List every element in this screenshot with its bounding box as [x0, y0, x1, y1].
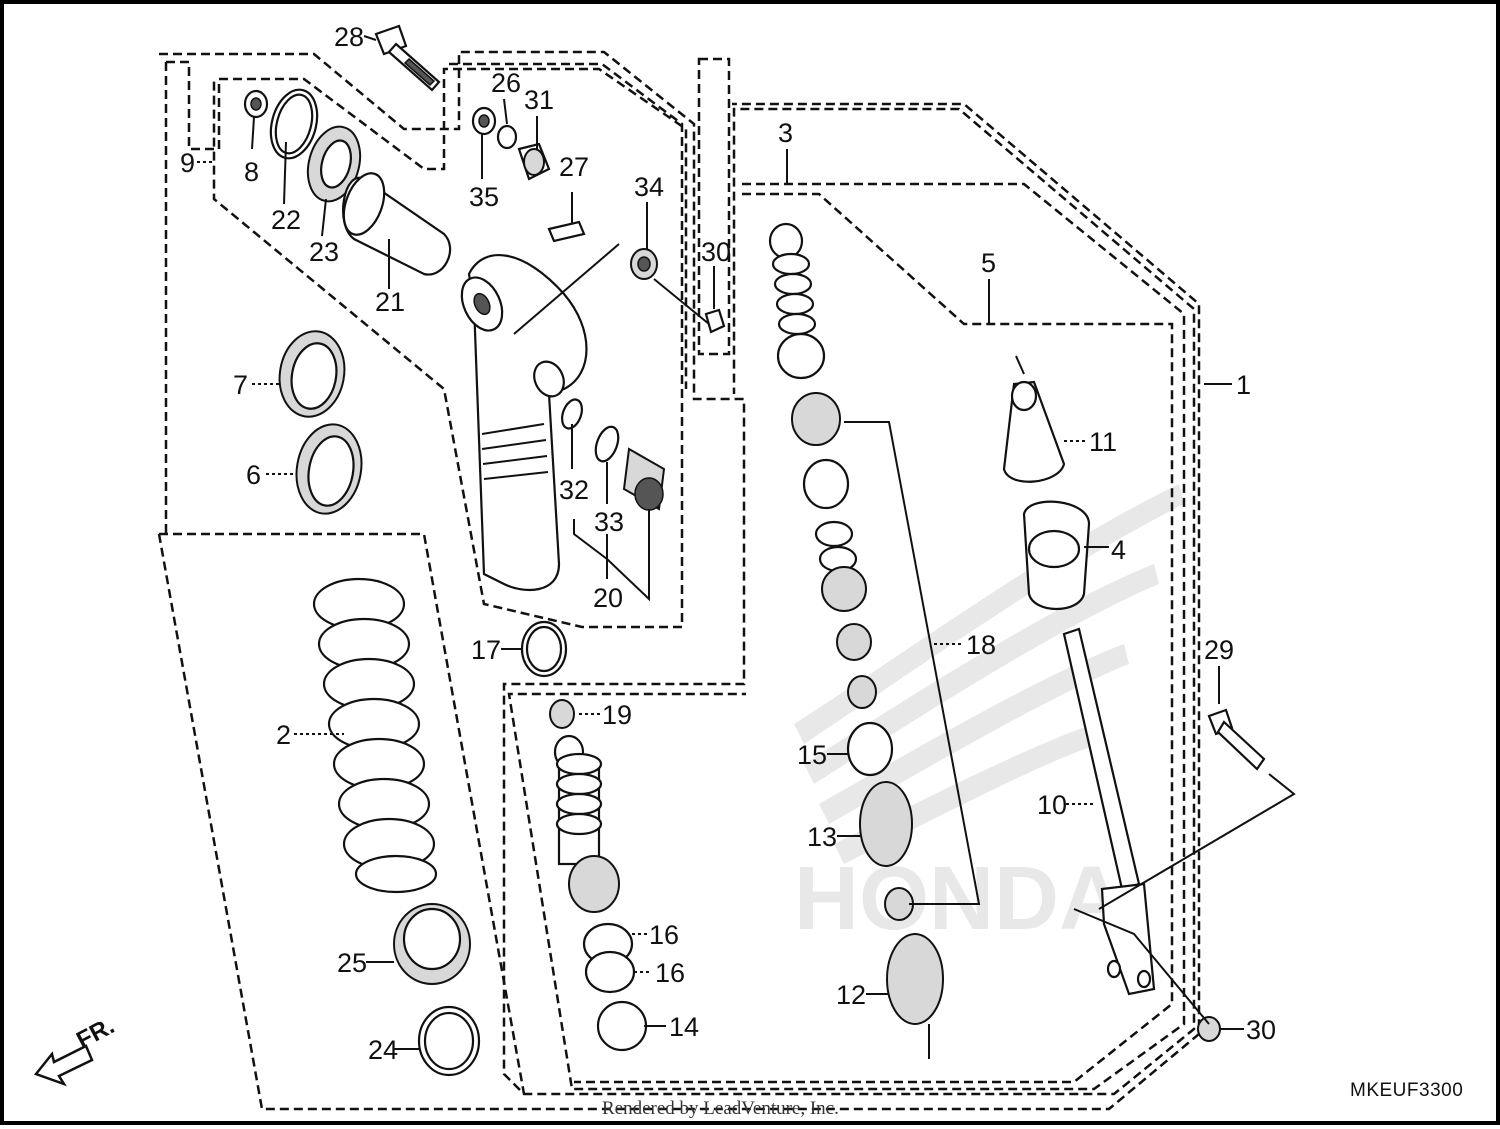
- shim-stack-upper: [768, 222, 826, 380]
- callout-26: 26: [491, 68, 521, 98]
- callout-16b: 16: [655, 958, 685, 988]
- callout-30-lower: 30: [1246, 1015, 1276, 1045]
- front-direction-arrow: FR.: [33, 1012, 119, 1087]
- callout-19: 19: [602, 700, 632, 730]
- callout-9: 9: [180, 148, 195, 178]
- exploded-view: HONDA: [33, 22, 1296, 1111]
- callout-20: 20: [593, 583, 623, 613]
- cap-23: [306, 125, 362, 203]
- callout-24: 24: [368, 1035, 398, 1065]
- leader-lines: [197, 35, 1296, 1059]
- adjuster-nut-6: [295, 423, 363, 515]
- nut-30-upper: [704, 308, 726, 334]
- diagram-code: MKEUF3300: [1350, 1080, 1464, 1101]
- arrow-icon: [33, 1044, 94, 1087]
- callout-1: 1: [1236, 370, 1251, 400]
- callout-5: 5: [981, 248, 996, 278]
- cap-4: [1022, 500, 1091, 611]
- callout-12: 12: [836, 980, 866, 1010]
- callout-23: 23: [309, 237, 339, 267]
- callout-8: 8: [244, 157, 259, 187]
- callout-35: 35: [469, 182, 499, 212]
- callout-11: 11: [1089, 427, 1117, 457]
- o-rings-32-33: [561, 398, 620, 463]
- callout-10: 10: [1037, 790, 1067, 820]
- nut-30-lower: [1197, 1016, 1221, 1042]
- piston-parts: [791, 392, 944, 1025]
- callout-4: 4: [1111, 535, 1126, 565]
- washers-35-26-31: [471, 106, 551, 181]
- callout-31: 31: [524, 85, 554, 115]
- callout-21: 21: [375, 287, 405, 317]
- callout-13: 13: [807, 822, 837, 852]
- callout-30-upper: 30: [701, 237, 731, 267]
- callout-25: 25: [337, 948, 367, 978]
- nut-34: [630, 248, 658, 280]
- callout-22: 22: [271, 205, 301, 235]
- callout-29: 29: [1204, 635, 1234, 665]
- stopper-ring-24: [417, 1005, 481, 1077]
- shim-stack-center: [553, 734, 620, 913]
- callout-15: 15: [797, 740, 827, 770]
- rod-10: [1062, 627, 1156, 996]
- nut-19: [549, 699, 575, 729]
- part-27: [547, 220, 586, 243]
- callout-28: 28: [334, 22, 364, 52]
- circlip-22: [269, 88, 319, 160]
- callout-3: 3: [778, 118, 793, 148]
- lock-nut-7: [278, 330, 346, 418]
- front-label: FR.: [72, 1012, 119, 1054]
- callout-labels: 1 2 3 4 5 6 7 8 9 10 11 12 13 14 15 16 1…: [180, 22, 1276, 1065]
- callout-2: 2: [276, 720, 291, 750]
- callout-7: 7: [233, 370, 248, 400]
- adjuster-20: [622, 447, 666, 511]
- callout-16a: 16: [649, 920, 679, 950]
- callout-32: 32: [559, 475, 589, 505]
- callout-27: 27: [559, 152, 589, 182]
- seal-8: [243, 89, 269, 119]
- callout-33: 33: [594, 507, 624, 537]
- svg-text:HONDA: HONDA: [794, 849, 1124, 949]
- callout-17: 17: [471, 635, 501, 665]
- bladder-21: [342, 172, 452, 276]
- bump-rubber-11: [1002, 380, 1066, 483]
- part-bolt-28: [374, 24, 441, 92]
- callout-6: 6: [246, 460, 261, 490]
- rings-16-14: [582, 922, 648, 1052]
- bolt-29: [1207, 708, 1266, 771]
- credit-text: Rendered by LeadVenture, Inc.: [602, 1098, 839, 1119]
- spring-2: [312, 577, 438, 894]
- callout-34: 34: [634, 172, 664, 202]
- callout-18: 18: [966, 630, 996, 660]
- callout-14: 14: [669, 1012, 699, 1042]
- spring-seat-25: [393, 903, 471, 985]
- ring-17: [520, 620, 568, 678]
- damper-body: [460, 253, 588, 592]
